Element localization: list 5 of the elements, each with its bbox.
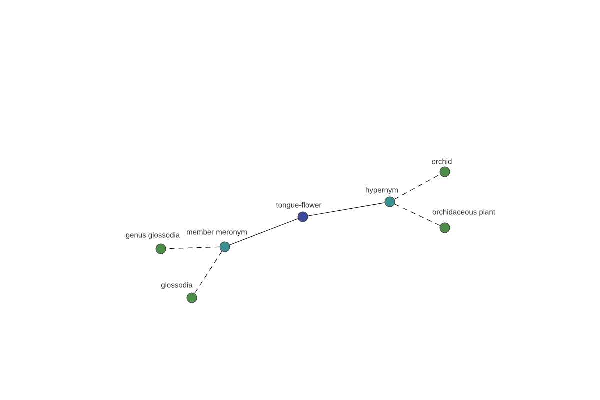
- connector-line: [194, 251, 222, 294]
- connector-line: [230, 218, 298, 246]
- connector-line: [394, 174, 441, 200]
- connector-line: [308, 202, 386, 216]
- connector-line: [394, 204, 441, 226]
